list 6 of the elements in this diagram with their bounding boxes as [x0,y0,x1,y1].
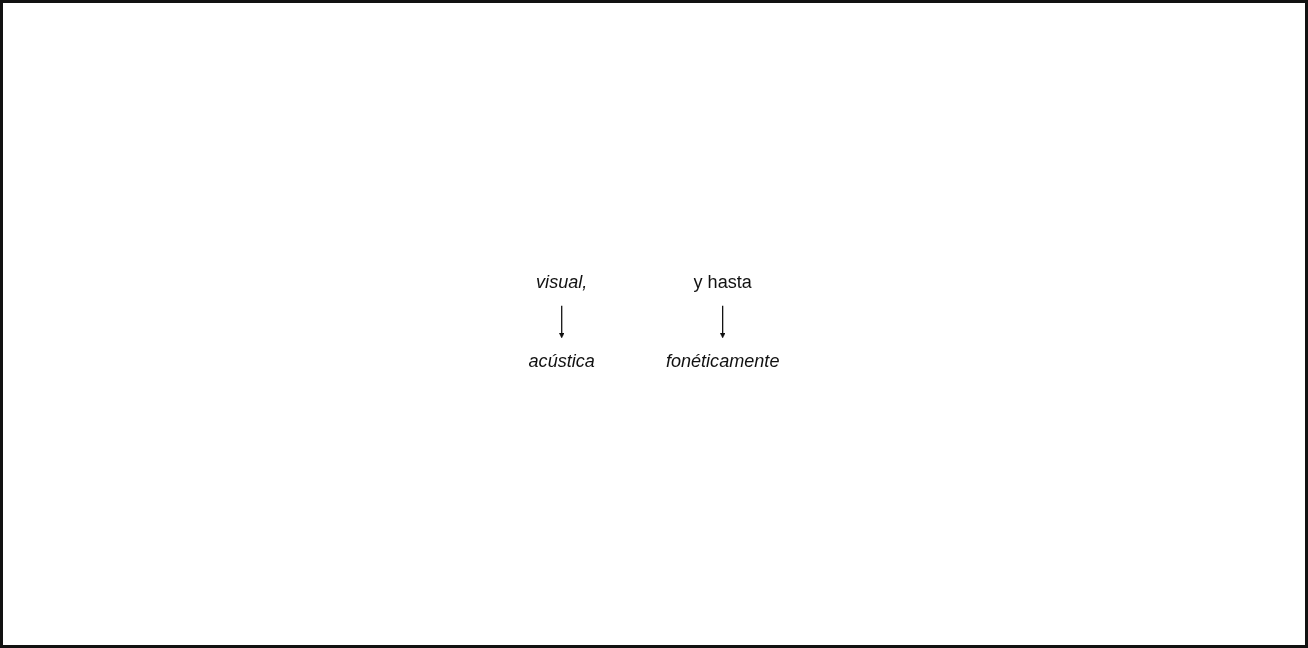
node-text: acústica [528,351,595,372]
arrow [719,305,726,339]
arrow [558,305,565,339]
node-text: visual, [536,272,588,293]
node-text: y hasta [693,272,752,293]
node-text: fonéticamente [665,351,780,372]
